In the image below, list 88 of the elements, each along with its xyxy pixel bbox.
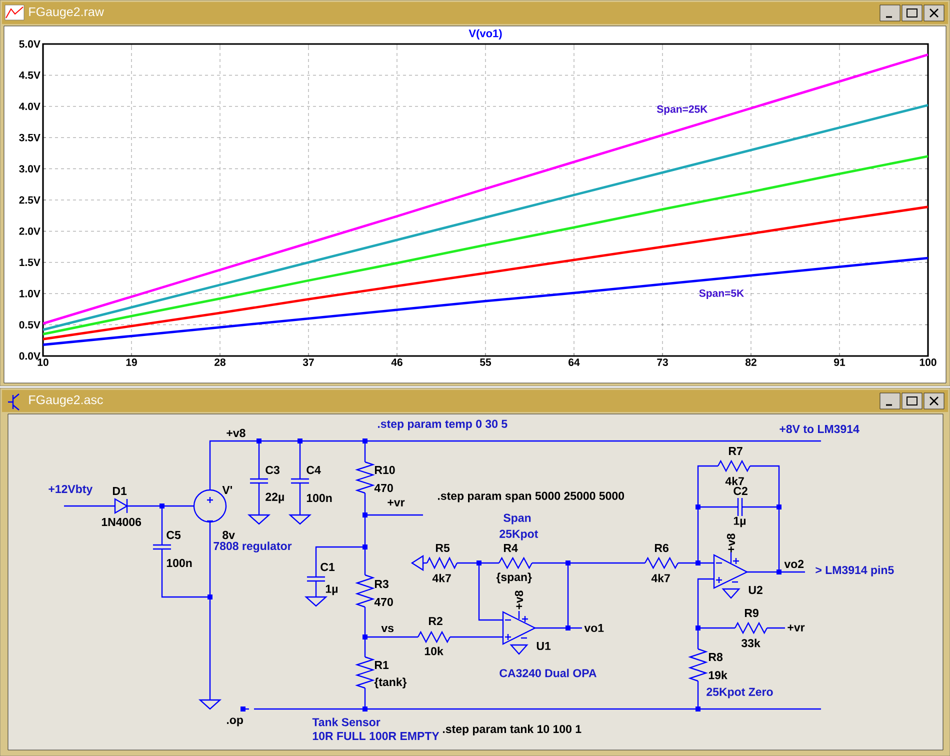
- component-label: C5: [166, 530, 181, 540]
- comment-text: 25Kpot: [500, 530, 538, 540]
- spice-directive: .step param temp 0 30 5: [378, 420, 508, 430]
- x-tick-label: 10: [38, 358, 48, 366]
- net-label: +vr: [388, 500, 405, 506]
- x-tick-label: 82: [745, 358, 756, 366]
- component-value: 470: [374, 598, 393, 606]
- y-tick-label: 1.5V: [20, 258, 40, 266]
- y-tick-label: 4.0V: [19, 102, 40, 110]
- component-label: R5: [436, 544, 450, 552]
- component-value: 8v: [222, 530, 235, 540]
- line-series: [43, 155, 928, 336]
- component-label: U2: [748, 586, 762, 594]
- window-title: FGauge2.raw: [29, 7, 104, 19]
- spice-directive: .step param tank 10 100 1: [443, 724, 582, 736]
- component-label: V': [222, 486, 232, 494]
- component-value: {tank}: [374, 678, 407, 688]
- component-value: 1N4006: [102, 518, 142, 526]
- y-tick-label: 0.0V: [19, 352, 40, 360]
- component-value: 33k: [741, 638, 760, 648]
- component-label: D1: [112, 487, 127, 495]
- x-tick-label: 46: [391, 358, 402, 366]
- x-tick-label: 28: [214, 358, 226, 366]
- component-label: R7: [728, 447, 742, 455]
- component-label: C1: [320, 562, 335, 572]
- y-tick-label: 2.5V: [19, 196, 40, 204]
- component-label: C2: [734, 486, 748, 496]
- net-label: +12Vbty: [48, 484, 93, 496]
- x-tick-label: 19: [126, 358, 137, 366]
- component-label: R1: [374, 661, 389, 669]
- component-value: 22µ: [266, 492, 284, 504]
- comment-text: 10R FULL 100R EMPTY: [312, 732, 440, 740]
- component-value: 100n: [306, 494, 332, 502]
- component-value: 4k7: [651, 574, 670, 582]
- line-series: [43, 206, 928, 340]
- component-label: R6: [654, 544, 668, 552]
- component-value: 1µ: [734, 516, 746, 528]
- net-label: vo1: [584, 624, 604, 632]
- y-tick-label: 3.0V: [19, 165, 40, 173]
- component-label: R9: [744, 608, 758, 618]
- component-label: R2: [428, 616, 442, 626]
- component-label: R3: [374, 580, 388, 588]
- net-label: vo2: [784, 560, 804, 568]
- y-tick-label: 0.5V: [19, 321, 40, 329]
- y-tick-label: 2.0V: [19, 227, 40, 235]
- chart-title: V(vo1): [468, 29, 502, 40]
- comment-text: > LM3914 pin5: [816, 566, 894, 576]
- spice-directive: .op: [227, 718, 243, 726]
- net-label: vs: [381, 626, 394, 632]
- x-tick-label: 64: [568, 358, 580, 366]
- x-tick-label: 37: [302, 358, 314, 366]
- comment-text: 7808 regulator: [214, 542, 292, 552]
- annotation: Span=25K: [656, 105, 708, 115]
- y-tick-label: 5.0V: [19, 40, 40, 48]
- component-label: C3: [266, 466, 280, 474]
- component-label: R4: [504, 544, 518, 552]
- net-label: +v8: [226, 428, 246, 438]
- comment-text: 25Kpot Zero: [706, 688, 773, 698]
- spice-directive: .step param span 5000 25000 5000: [438, 492, 624, 502]
- comment-text: Span: [504, 514, 531, 524]
- component-value: 10k: [424, 646, 444, 656]
- x-tick-label: 100: [920, 358, 936, 366]
- y-tick-label: 3.5V: [19, 134, 40, 142]
- component-value: 19k: [708, 670, 728, 680]
- y-tick-label: 4.5V: [19, 72, 40, 79]
- net-label: +v8: [514, 590, 524, 610]
- x-tick-label: 91: [834, 358, 846, 366]
- x-tick-label: 55: [480, 358, 492, 366]
- comment-text: Tank Sensor: [312, 718, 380, 726]
- component-label: C4: [306, 466, 321, 474]
- annotation: Span=5K: [699, 289, 744, 299]
- comment-text: CA3240 Dual OPA: [500, 668, 596, 678]
- y-tick-label: 1.0V: [20, 290, 40, 298]
- component-value: 4k7: [725, 476, 744, 486]
- window-title: FGauge2.asc: [29, 395, 103, 407]
- comment-text: +8V to LM3914: [780, 424, 860, 434]
- component-value: {span}: [496, 572, 532, 584]
- component-value: 100n: [166, 558, 192, 568]
- component-value: 470: [374, 484, 393, 492]
- component-value: 1µ: [326, 584, 338, 596]
- component-value: 4k7: [432, 574, 451, 582]
- component-label: R10: [374, 466, 395, 474]
- line-series: [43, 53, 928, 325]
- x-tick-label: 73: [657, 358, 668, 366]
- net-label: +vr: [788, 624, 805, 632]
- net-label: +v8: [726, 534, 736, 552]
- component-label: U1: [536, 642, 551, 650]
- component-label: R8: [708, 652, 723, 662]
